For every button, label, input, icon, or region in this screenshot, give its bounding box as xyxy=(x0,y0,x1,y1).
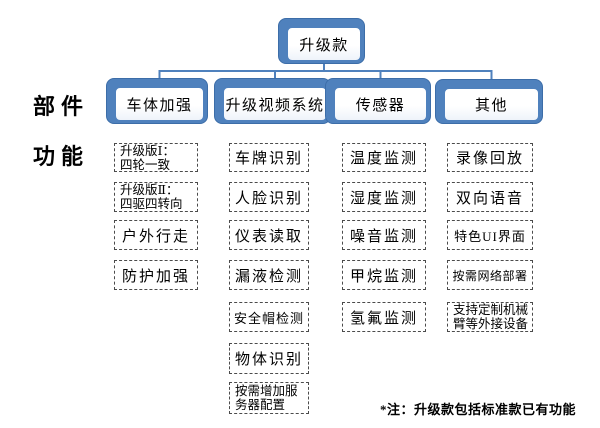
row-label-components: 部件 xyxy=(33,94,90,119)
feature-box-face-recognition: 人脸识别 xyxy=(229,182,309,212)
feature-box-leak-detection: 漏液检测 xyxy=(229,260,309,290)
feature-box-external-devices-support: 支持定制机械 臂等外接设备 xyxy=(447,302,533,332)
branch-node-label: 升级视频系统 xyxy=(222,86,328,122)
feature-box-two-way-audio: 双向语音 xyxy=(447,182,533,212)
feature-box-protection-reinforced: 防护加强 xyxy=(114,260,198,290)
branch-node-label: 车体加强 xyxy=(114,86,205,122)
feature-box-methane-monitoring: 甲烷监测 xyxy=(342,260,426,290)
feature-box-video-playback: 录像回放 xyxy=(447,143,533,172)
row-label-functions: 功能 xyxy=(33,144,90,169)
branch-node-others: 其他 xyxy=(435,79,543,124)
feature-box-helmet-detection: 安全帽检测 xyxy=(229,302,309,332)
branch-node-label: 传感器 xyxy=(333,86,428,122)
feature-box-upgrade-v2: 升级版Ⅱ： 四驱四转向 xyxy=(114,182,198,212)
root-node-upgrade-edition: 升级款 xyxy=(278,18,365,64)
branch-node-body-reinforcement: 车体加强 xyxy=(106,78,208,124)
branch-node-upgraded-video-system: 升级视频系统 xyxy=(214,78,331,124)
feature-box-network-deployment: 按需网络部署 xyxy=(447,260,533,290)
feature-box-upgrade-v1: 升级版Ⅰ： 四轮一致 xyxy=(114,143,198,172)
feature-box-humidity-monitoring: 湿度监测 xyxy=(342,182,426,212)
feature-box-custom-ui: 特色UI界面 xyxy=(447,220,533,250)
branch-node-sensors: 传感器 xyxy=(325,78,431,124)
feature-box-temperature-monitoring: 温度监测 xyxy=(342,143,426,172)
feature-box-hydrogen-fluoride-monitoring: 氢氟监测 xyxy=(342,302,426,332)
feature-box-server-config-on-demand: 按需增加服 务器配置 xyxy=(229,382,309,414)
branch-node-label: 其他 xyxy=(443,87,540,122)
feature-box-outdoor-walking: 户外行走 xyxy=(114,220,198,250)
feature-box-noise-monitoring: 噪音监测 xyxy=(342,220,426,250)
footnote: *注：升级款包括标准款已有功能 xyxy=(380,402,577,417)
root-node-label: 升级款 xyxy=(286,26,362,62)
feature-box-license-plate-recognition: 车牌识别 xyxy=(229,143,309,172)
feature-box-meter-reading: 仪表读取 xyxy=(229,220,309,250)
feature-box-object-recognition: 物体识别 xyxy=(229,343,309,374)
